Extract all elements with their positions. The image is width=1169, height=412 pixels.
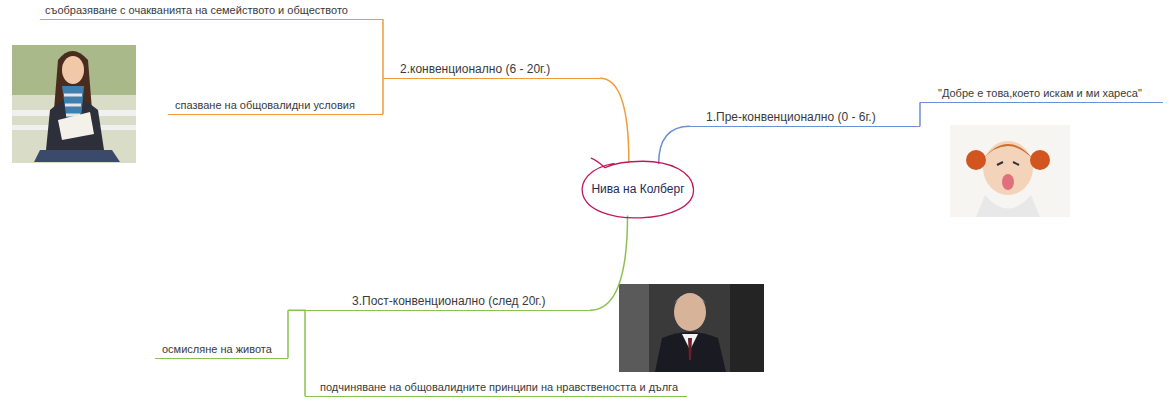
- girl-photo: [12, 45, 136, 163]
- child-photo: [950, 125, 1070, 217]
- topic-text: спазване на общовалидни условия: [175, 99, 355, 112]
- topic-text: "Добре е това,което искам и ми хареса": [938, 87, 1142, 100]
- topic-node: подчиняване на общовалидните принципи на…: [305, 381, 687, 397]
- branch-line: [600, 78, 629, 162]
- topic-text: осмисляне на живота: [162, 343, 272, 356]
- topic-text: 1.Пре-конвенционално (0 - 6г.): [706, 110, 876, 124]
- topic-text: съобразяване с очакванията на семействот…: [45, 4, 348, 17]
- topic-node: спазване на общовалидни условия: [168, 99, 383, 115]
- branch-line: [659, 126, 690, 164]
- branch-line: [287, 310, 289, 358]
- central-ellipse: Нива на Колберг: [579, 157, 697, 221]
- topic-node: 1.Пре-конвенционално (0 - 6г.): [690, 110, 920, 127]
- topic-text: 2.конвенционално (6 - 20г.): [400, 62, 550, 76]
- branch-line: [288, 310, 305, 396]
- topic-text: подчиняване на общовалидните принципи на…: [320, 381, 678, 394]
- branch-line: [590, 215, 628, 310]
- topic-node: съобразяване с очакванията на семействот…: [40, 4, 383, 20]
- topic-text: 3.Пост-конвенционално (след 20г.): [352, 294, 546, 308]
- topic-node: 2.конвенционално (6 - 20г.): [383, 62, 600, 79]
- ellipse-stroke: [582, 158, 693, 218]
- topic-node: осмисляне на живота: [155, 343, 288, 359]
- man-photo: [619, 284, 764, 372]
- topic-node: 3.Пост-конвенционално (след 20г.): [288, 294, 590, 311]
- central-title: Нива на Колберг: [591, 182, 684, 196]
- branch-line: [919, 102, 921, 126]
- branch-line: [382, 78, 384, 114]
- topic-node: "Добре е това,което искам и ми хареса": [920, 87, 1163, 103]
